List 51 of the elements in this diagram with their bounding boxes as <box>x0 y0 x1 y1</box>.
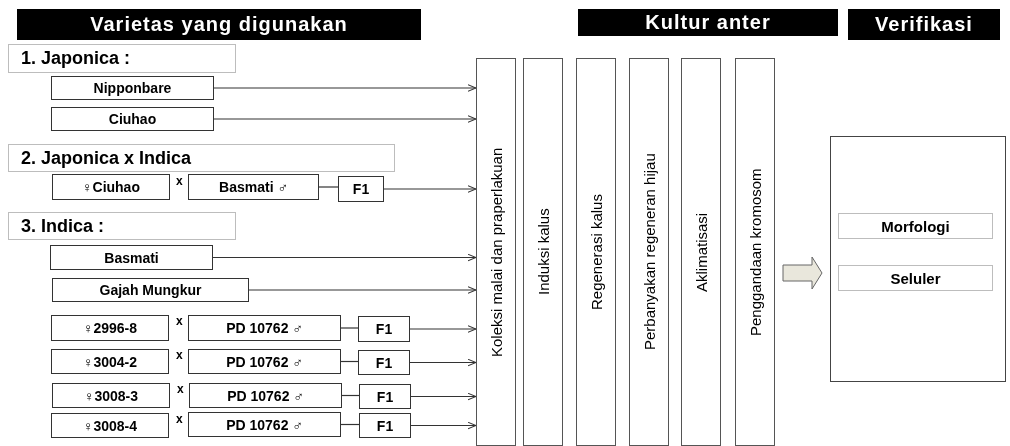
variety-box: Nipponbare <box>51 76 214 100</box>
method-box: Seluler <box>838 265 993 291</box>
group-heading-box: 2. Japonica x Indica <box>8 144 395 172</box>
connector-line <box>318 186 339 188</box>
hybrid-box: F1 <box>358 350 410 375</box>
arrow <box>410 392 477 401</box>
parent-box: PD 10762 ♂ <box>189 383 342 408</box>
parent-box: ♀2996-8 <box>51 315 169 341</box>
cross-sign: x <box>177 382 184 396</box>
arrow <box>213 84 477 92</box>
hybrid-box: F1 <box>359 413 411 438</box>
parent-box: ♀3008-3 <box>52 383 170 408</box>
step-column: Koleksi malai dan praperlakuan <box>476 58 516 446</box>
arrow <box>410 421 477 430</box>
step-column: Perbanyakan regeneran hijau <box>629 58 669 446</box>
cross-sign: x <box>176 348 183 362</box>
verification-box <box>830 136 1006 382</box>
block-arrow <box>782 256 823 290</box>
arrow <box>409 358 477 367</box>
step-column: Induksi kalus <box>523 58 563 446</box>
cross-sign: x <box>176 314 183 328</box>
cross-sign: x <box>176 174 183 188</box>
arrow <box>213 115 477 123</box>
parent-box: PD 10762 ♂ <box>188 315 341 341</box>
step-column: Aklimatisasi <box>681 58 721 446</box>
variety-box: Ciuhao <box>51 107 214 131</box>
parent-box: ♀Ciuhao <box>52 174 170 200</box>
parent-box: ♀3004-2 <box>51 349 169 374</box>
step-column: Regenerasi kalus <box>576 58 616 446</box>
group-heading-box: 1. Japonica : <box>8 44 236 73</box>
hybrid-box: F1 <box>338 176 384 202</box>
arrow <box>248 286 477 294</box>
cross-sign: x <box>176 412 183 426</box>
section-header: Verifikasi <box>848 9 1000 40</box>
hybrid-box: F1 <box>359 384 411 409</box>
parent-box: PD 10762 ♂ <box>188 412 341 437</box>
parent-box: ♀3008-4 <box>51 413 169 438</box>
arrow <box>383 185 477 193</box>
group-heading-box: 3. Indica : <box>8 212 236 240</box>
parent-box: PD 10762 ♂ <box>188 349 341 374</box>
variety-box: Gajah Mungkur <box>52 278 249 302</box>
method-box: Morfologi <box>838 213 993 239</box>
section-header: Varietas yang digunakan <box>17 9 421 40</box>
step-column: Penggandaan kromosom <box>735 58 775 446</box>
hybrid-box: F1 <box>358 316 410 342</box>
section-header: Kultur anter <box>578 9 838 36</box>
arrow <box>212 253 477 262</box>
arrow <box>409 325 477 333</box>
variety-box: Basmati <box>50 245 213 270</box>
parent-box: Basmati ♂ <box>188 174 319 200</box>
connector-line <box>340 327 359 329</box>
